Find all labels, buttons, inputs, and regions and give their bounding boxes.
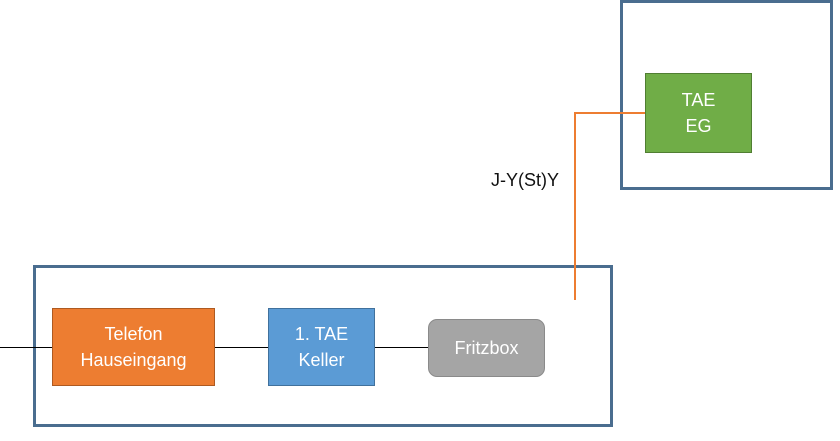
node-tae-eg-line1: TAE <box>681 90 716 110</box>
cable-label: J-Y(St)Y <box>491 170 560 190</box>
node-tae-keller-line1: 1. TAE <box>294 324 349 344</box>
connector-telefon-tae <box>214 347 268 348</box>
node-tae-eg-line2: EG <box>685 116 712 136</box>
node-tae-keller: 1. TAE Keller <box>268 308 375 386</box>
node-tae-eg: TAE EG <box>645 73 752 153</box>
cable-horizontal <box>574 112 646 114</box>
frame-ground-floor <box>620 0 833 190</box>
node-telefon-hauseingang: Telefon Hauseingang <box>52 308 215 386</box>
node-fritzbox: Fritzbox <box>428 319 545 377</box>
connector-incoming <box>0 347 52 348</box>
node-fritzbox-label: Fritzbox <box>454 338 519 358</box>
connector-tae-fritzbox <box>374 347 429 348</box>
frame-basement <box>33 265 613 427</box>
node-telefon-line2: Hauseingang <box>80 350 187 370</box>
cable-vertical <box>574 112 576 300</box>
node-tae-keller-line2: Keller <box>298 350 345 370</box>
node-telefon-line1: Telefon <box>104 324 163 344</box>
